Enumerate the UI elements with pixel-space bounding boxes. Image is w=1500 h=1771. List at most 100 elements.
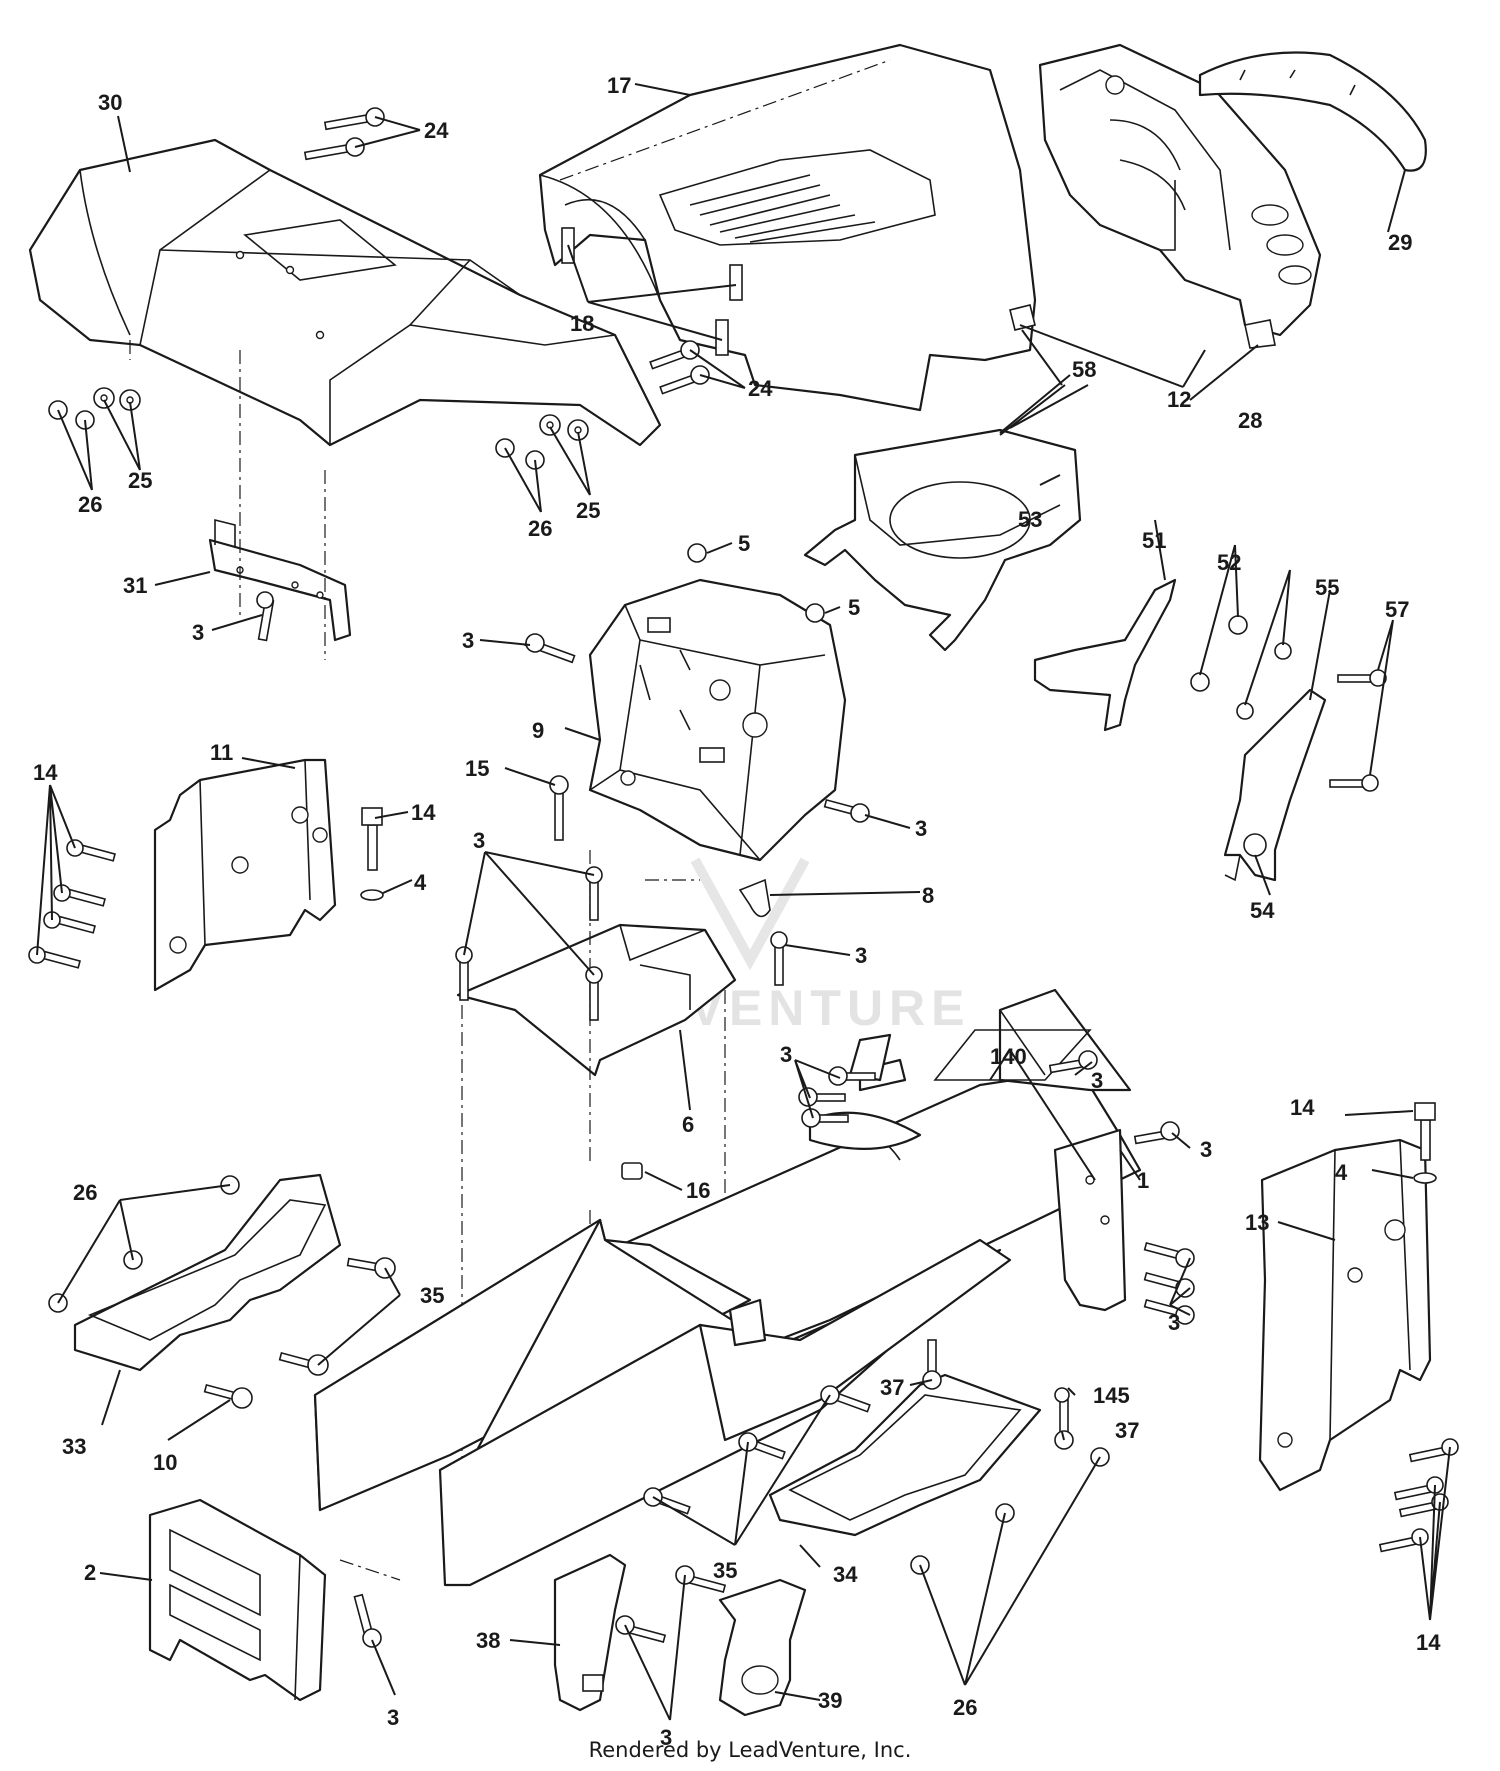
callout-12: 12: [1167, 387, 1191, 412]
callout-35: 35: [420, 1283, 444, 1308]
part-9-dash-tower: [588, 578, 847, 862]
bolt-37: [1054, 1399, 1074, 1450]
part-38-bracket: [553, 1553, 627, 1712]
callout-14: 14: [33, 760, 58, 785]
bolt-24: [659, 365, 710, 395]
callout-3: 3: [915, 816, 927, 841]
callout-53: 53: [1018, 507, 1042, 532]
callout-28: 28: [1238, 408, 1262, 433]
callout-16: 16: [686, 1178, 710, 1203]
callout-30: 30: [98, 90, 122, 115]
callout-26: 26: [73, 1180, 97, 1205]
part-8-clip: [738, 878, 771, 918]
bolt-3: [256, 591, 275, 642]
bolt-57: [1337, 669, 1387, 687]
bolt-3: [801, 1108, 849, 1128]
callout-11: 11: [210, 740, 233, 765]
callout-55: 55: [1315, 575, 1339, 600]
callout-24: 24: [748, 376, 773, 401]
callout-3: 3: [1168, 1310, 1180, 1335]
bolt-14: [1414, 1102, 1436, 1161]
callout-10: 10: [153, 1450, 177, 1475]
bolt-3: [675, 1565, 727, 1594]
callout-18: 18: [570, 311, 594, 336]
callout-57: 57: [1385, 597, 1409, 622]
callout-13: 13: [1245, 1210, 1269, 1235]
part-39-bracket: [718, 1578, 807, 1717]
bolt-3: [828, 1066, 876, 1086]
callout-37: 37: [880, 1375, 904, 1400]
bolt-3: [1143, 1241, 1195, 1268]
callout-31: 31: [123, 573, 147, 598]
callout-54: 54: [1250, 898, 1275, 923]
part-28-grille: [1038, 43, 1322, 349]
callout-5: 5: [848, 595, 860, 620]
callout-8: 8: [922, 883, 934, 908]
callout-3: 3: [780, 1042, 792, 1067]
callout-15: 15: [465, 756, 489, 781]
callout-24: 24: [424, 118, 449, 143]
frame-side-rail-right: [438, 1238, 1012, 1587]
leader-lines: [36, 83, 1451, 1721]
callout-4: 4: [414, 870, 427, 895]
bolt-3: [1133, 1121, 1180, 1145]
part-34-right-footrest: [768, 1373, 1042, 1537]
bolt-35: [346, 1257, 396, 1279]
bolt-3: [1048, 1050, 1098, 1074]
callout-51: 51: [1142, 528, 1166, 553]
part-1-rear-bracket: [1053, 1128, 1127, 1312]
callout-5: 5: [738, 531, 750, 556]
part-13-right-panel: [1258, 1138, 1432, 1492]
callout-17: 17: [607, 73, 631, 98]
bolt-14: [53, 884, 106, 907]
part-58-dash-panel: [803, 428, 1082, 652]
callout-52: 52: [1217, 550, 1241, 575]
bolt-35: [643, 1487, 691, 1515]
bolt-3: [770, 931, 788, 986]
callout-38: 38: [476, 1628, 500, 1653]
part-30-fender: [28, 138, 662, 447]
callout-145: 145: [1093, 1383, 1130, 1408]
callout-14: 14: [1416, 1630, 1441, 1655]
part-33-left-footrest: [73, 1173, 342, 1372]
callout-1: 1: [1137, 1168, 1149, 1193]
callout-29: 29: [1388, 230, 1412, 255]
callout-3: 3: [462, 628, 474, 653]
callout-26: 26: [528, 516, 552, 541]
bolt-3: [823, 798, 870, 823]
part-11-left-panel: [153, 758, 337, 992]
callout-3: 3: [1091, 1068, 1103, 1093]
callout-25: 25: [128, 468, 152, 493]
callout-33: 33: [62, 1434, 86, 1459]
bolt-3: [455, 946, 473, 1001]
bolt-14: [1408, 1438, 1459, 1463]
callout-39: 39: [818, 1688, 842, 1713]
callout-3: 3: [387, 1705, 399, 1730]
callout-labels: 30 24 24 25 26 25 26 31 3 17 18 29 12 28…: [33, 73, 1441, 1750]
bolt-14: [1378, 1528, 1429, 1553]
callout-140: 140: [990, 1044, 1027, 1069]
bolt-24: [323, 107, 385, 131]
callout-9: 9: [532, 718, 544, 743]
callout-14: 14: [411, 800, 436, 825]
bolt-24: [649, 340, 700, 370]
callout-3: 3: [855, 943, 867, 968]
callout-3: 3: [192, 620, 204, 645]
leadventure-logo-icon: [690, 857, 810, 971]
part-55-plate: [1223, 688, 1327, 882]
callout-2: 2: [84, 1560, 96, 1585]
bolt-24: [303, 137, 365, 161]
bolt-3: [615, 1615, 667, 1644]
bolt-14: [66, 839, 116, 862]
callout-3: 3: [473, 828, 485, 853]
callout-3: 3: [660, 1725, 672, 1750]
callout-6: 6: [682, 1112, 694, 1137]
callout-26: 26: [953, 1695, 977, 1720]
bolt-14: [361, 807, 383, 871]
bolt-57: [1329, 774, 1379, 792]
part-2-front-plate: [148, 1498, 327, 1702]
callout-58: 58: [1072, 357, 1096, 382]
part-53-bracket: [1033, 578, 1177, 732]
part-17-hood: [538, 43, 1037, 412]
